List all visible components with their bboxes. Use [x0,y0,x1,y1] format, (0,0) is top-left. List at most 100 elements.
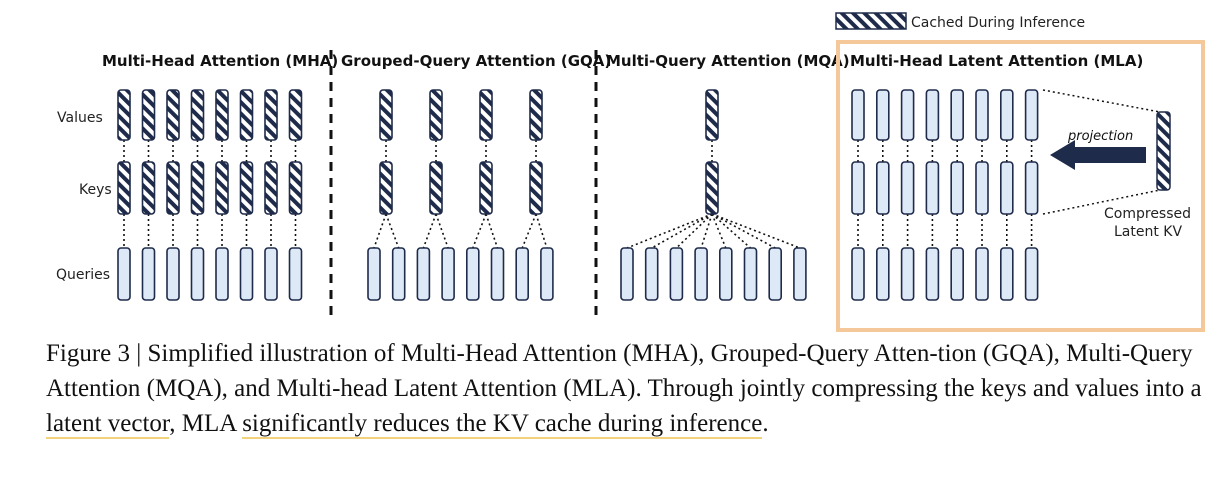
row-label-values: Values [57,110,103,126]
mla-value-bar [875,89,890,141]
mla-query-bar [975,247,989,301]
mha-value-bar [166,89,180,141]
mla-key-bar [925,161,940,215]
mqa-query-bar [793,247,807,301]
mqa-value-bar [705,89,719,141]
mha-key-bar [190,161,205,215]
mqa-title: Multi-Query Attention (MQA) [606,52,850,70]
caption-highlight-latent-vector: latent vector [46,410,170,439]
gqa-query-bar [515,247,530,301]
gqa-dotted-link [485,213,499,249]
gqa-query-bar [465,247,480,301]
compressed-label-line2: Latent KV [1114,224,1182,240]
mla-value-bar [851,89,865,141]
mha-query-bar [166,247,180,301]
mha-query-bar [239,247,254,301]
mqa-query-bar [694,247,708,301]
mla-value-bar [1024,89,1039,141]
mha-query-bar [264,247,278,301]
mqa-query-bar [620,247,634,301]
mla-key-bar [1024,161,1039,215]
mha-key-bar [239,161,254,215]
mha-query-bar [215,247,229,301]
mla-query-bar [925,247,940,301]
projection-arrow [1050,140,1146,170]
mha-query-bar [141,247,156,301]
gqa-key-bar [429,161,443,215]
mha-key-bar [288,161,303,215]
gqa-value-bar [529,89,543,141]
mha-key-bar [264,161,278,215]
mha-value-bar [288,89,303,141]
mla-value-bar [999,89,1014,141]
mla-query-bar [950,247,965,301]
mha-key-bar [166,161,180,215]
gqa-dotted-link [535,213,548,249]
gqa-query-bar [367,247,381,301]
mla-query-bar [851,247,865,301]
legend-hatch-swatch [835,12,907,30]
mqa-query-bar [743,247,758,301]
gqa-key-bar [529,161,543,215]
mqa-query-bar [644,247,659,301]
attention-diagram: Cached During Inference Multi-Head Atten… [56,12,1205,332]
bars-layer [117,89,1039,301]
mla-query-bar [1024,247,1039,301]
gqa-query-bar [391,247,406,301]
mha-query-bar [288,247,303,301]
mha-value-bar [141,89,156,141]
mqa-query-bar [768,247,783,301]
mha-query-bar [117,247,131,301]
caption-part2: , MLA [169,410,243,437]
mla-value-bar [975,89,989,141]
legend-label: Cached During Inference [911,15,1085,31]
gqa-title: Grouped-Query Attention (GQA) [341,52,611,70]
gqa-dotted-link [435,213,449,249]
mla-key-bar [975,161,989,215]
mla-value-bar [925,89,940,141]
compressed-latent-kv-bar [1156,111,1171,191]
mqa-dotted-link [711,213,752,249]
mha-key-bar [141,161,156,215]
gqa-key-bar [479,161,493,215]
mha-value-bar [264,89,278,141]
mqa-dotted-link [711,213,776,249]
mqa-key-bar [705,161,719,215]
caption-part3: . [762,410,769,437]
gqa-dotted-link [422,213,437,249]
mqa-dotted-link [675,213,713,249]
mha-title: Multi-Head Attention (MHA) [102,52,338,70]
mla-query-bar [900,247,915,301]
figure-caption: Figure 3 | Simplified illustration of Mu… [46,336,1216,441]
mla-key-bar [999,161,1014,215]
mqa-dotted-link [651,213,713,249]
mqa-dotted-link [711,213,727,249]
projection-label: projection [1067,129,1133,144]
mha-value-bar [215,89,229,141]
caption-part1: Figure 3 | Simplified illustration of Mu… [46,340,1202,402]
gqa-key-bar [379,161,393,215]
projection-dotted-top [1042,89,1161,113]
gqa-query-bar [441,247,455,301]
compressed-label-line1: Compressed [1104,206,1191,222]
mla-title: Multi-Head Latent Attention (MLA) [850,52,1143,70]
mqa-dotted-link [626,213,713,249]
mla-highlight-box [836,40,1205,332]
gqa-value-bar [479,89,493,141]
gqa-query-bar [490,247,505,301]
row-label-keys: Keys [79,182,112,198]
mha-key-bar [215,161,229,215]
gqa-dotted-link [472,213,487,249]
mha-key-bar [117,161,131,215]
gqa-query-bar [540,247,554,301]
gqa-value-bar [379,89,393,141]
mha-query-bar [190,247,205,301]
mha-value-bar [239,89,254,141]
mla-key-bar [851,161,865,215]
mla-key-bar [875,161,890,215]
gqa-dotted-link [521,213,537,249]
mha-value-bar [190,89,205,141]
mla-query-bar [999,247,1014,301]
mla-key-bar [950,161,965,215]
gqa-value-bar [429,89,443,141]
